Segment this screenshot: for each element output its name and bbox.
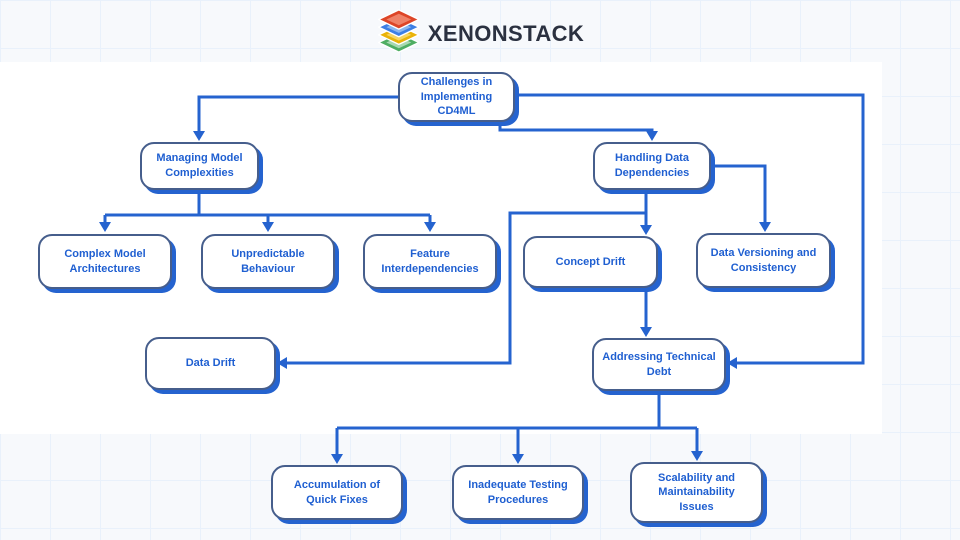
arrowhead-down-icon — [331, 454, 343, 464]
stacked-layers-icon — [376, 8, 422, 59]
node-scalability: Scalability and Maintainability Issues — [630, 462, 763, 523]
node-quick-fixes: Accumulation of Quick Fixes — [271, 465, 403, 520]
arrowhead-down-icon — [512, 454, 524, 464]
brand-header: XENONSTACK — [376, 8, 584, 59]
brand-text: XENONSTACK — [427, 20, 585, 46]
node-feature-interdependencies: Feature Interdependencies — [363, 234, 497, 289]
node-concept-drift: Concept Drift — [523, 236, 658, 288]
node-complex-architectures: Complex Model Architectures — [38, 234, 172, 289]
node-data-drift: Data Drift — [145, 337, 276, 390]
node-handling-data: Handling Data Dependencies — [593, 142, 711, 190]
node-data-versioning: Data Versioning and Consistency — [696, 233, 831, 288]
node-inadequate-testing: Inadequate Testing Procedures — [452, 465, 584, 520]
node-unpredictable-behaviour: Unpredictable Behaviour — [201, 234, 335, 289]
node-technical-debt: Addressing Technical Debt — [592, 338, 726, 391]
node-managing-model: Managing Model Complexities — [140, 142, 259, 190]
arrowhead-down-icon — [691, 451, 703, 461]
node-challenges: Challenges in Implementing CD4ML — [398, 72, 515, 122]
